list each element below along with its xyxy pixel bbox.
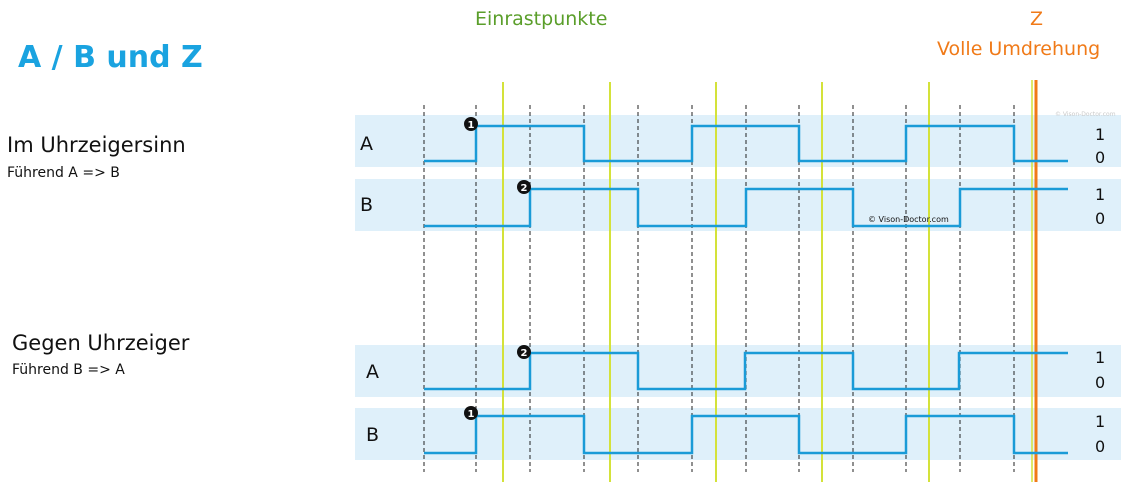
band-cw-a [355,115,1121,167]
level-high-cw-b: 1 [1095,185,1105,204]
signal-cw-a [424,124,1068,163]
signal-ccw-b [424,414,1068,455]
detents-label: Einrastpunkte [475,8,608,30]
grid-dashed-lines [423,105,1015,472]
level-high-ccw-a: 1 [1095,348,1105,367]
marker-ccw-a: 2 [517,345,531,359]
marker-ccw-b: 1 [464,406,478,420]
signal-bands [355,115,1121,460]
level-low-ccw-a: 0 [1095,373,1105,392]
signal-ccw-a [424,351,1068,391]
marker-cw-b-number: 2 [521,183,528,194]
row-label-ccw-a: A [366,361,379,383]
level-high-cw-a: 1 [1095,125,1105,144]
row-label-ccw-b: B [366,424,379,446]
diagram-title: A / B und Z [18,40,203,75]
full-rotation-label: Volle Umdrehung [937,38,1101,60]
watermark-faint: © Vison-Doctor.com [1055,111,1116,118]
row-label-cw-a: A [360,133,373,155]
band-cw-b [355,179,1121,231]
level-low-cw-b: 0 [1095,209,1105,228]
clockwise-subtitle: Führend A => B [7,165,120,181]
marker-cw-a: 1 [464,117,478,131]
level-low-ccw-b: 0 [1095,437,1105,456]
signal-traces [424,124,1068,455]
marker-ccw-a-number: 2 [521,348,528,359]
counterclockwise-title: Gegen Uhrzeiger [12,331,190,355]
watermark: © Vison-Doctor.com [868,215,949,224]
level-high-ccw-b: 1 [1095,412,1105,431]
step-markers: 1 2 2 1 [464,117,531,420]
row-label-cw-b: B [360,194,373,216]
marker-ccw-b-number: 1 [468,409,475,420]
clockwise-title: Im Uhrzeigersinn [7,133,186,157]
marker-cw-a-number: 1 [468,120,475,131]
counterclockwise-subtitle: Führend B => A [12,362,125,378]
signal-cw-b [424,187,1068,228]
marker-cw-b: 2 [517,180,531,194]
level-low-cw-a: 0 [1095,148,1105,167]
z-label: Z [1030,8,1044,30]
